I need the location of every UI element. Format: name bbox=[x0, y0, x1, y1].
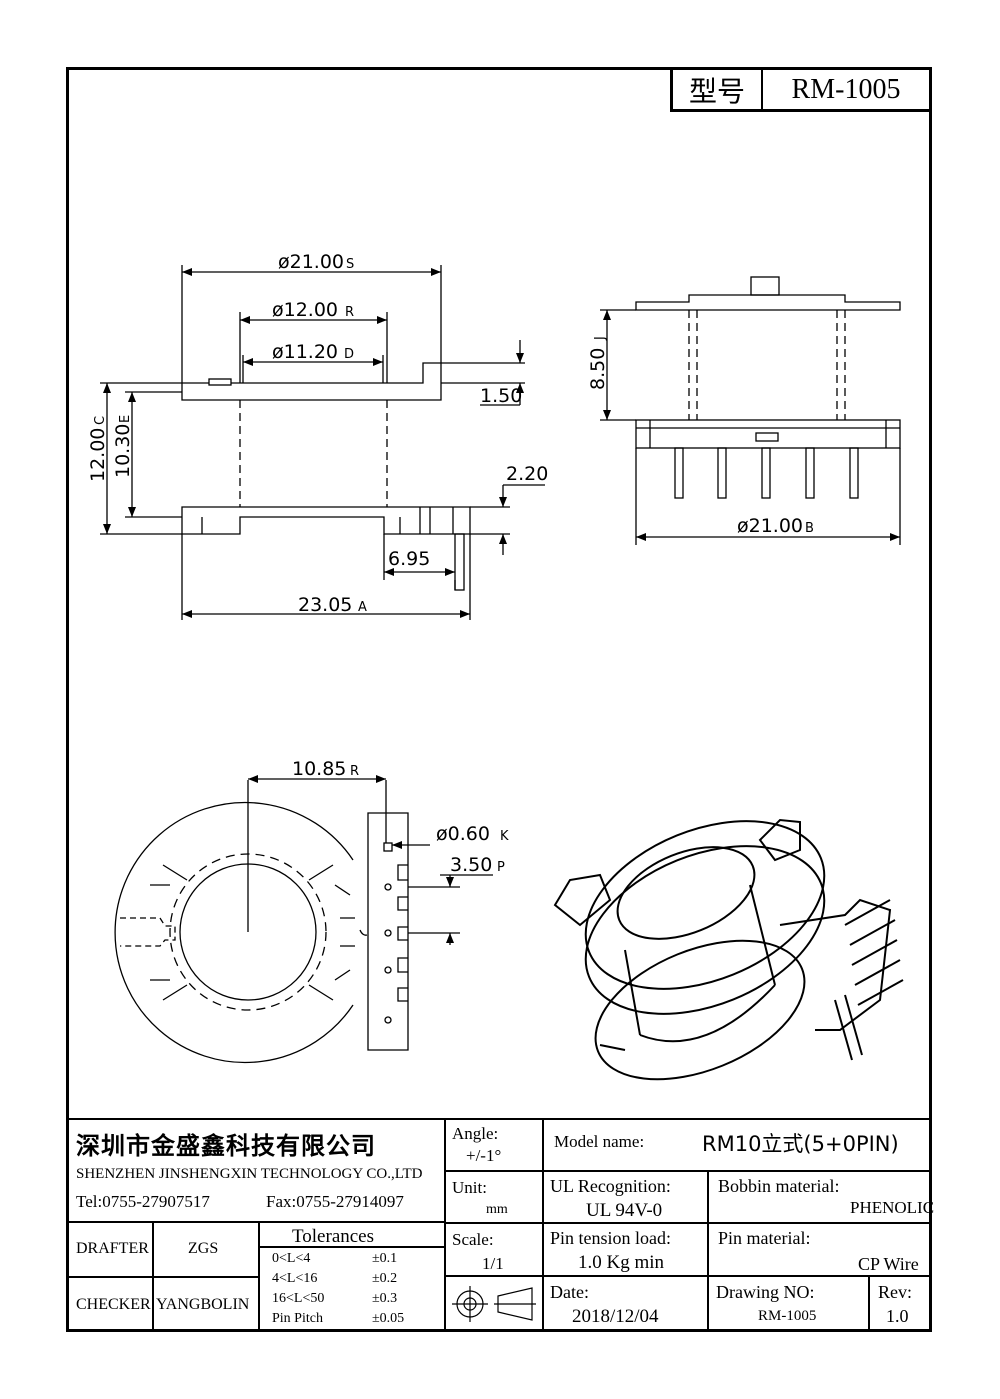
scale-label: Scale: bbox=[452, 1230, 494, 1249]
dim-pin: 2.20 bbox=[506, 463, 548, 485]
model-name-label: Model name: bbox=[554, 1132, 645, 1151]
dim-d-flange: ø21.00 bbox=[278, 251, 344, 273]
checker-label: CHECKER bbox=[76, 1296, 151, 1313]
rev-label: Rev: bbox=[878, 1282, 912, 1302]
dim-height-total: 12.00 bbox=[87, 428, 109, 482]
dim-pin-offset: 6.95 bbox=[388, 548, 430, 570]
dim-total-width-mark: A bbox=[358, 600, 367, 615]
tolerances-title: Tolerances bbox=[292, 1226, 375, 1247]
company-fax: Fax:0755-27914097 bbox=[266, 1192, 404, 1211]
scale-value: 1/1 bbox=[482, 1254, 504, 1273]
pin-material-label: Pin material: bbox=[718, 1228, 811, 1248]
dim-side-width: ø21.00 bbox=[737, 515, 803, 537]
dim-side-height-mark: J bbox=[593, 336, 608, 341]
model-name-value: RM10立式(5+0PIN) bbox=[702, 1132, 899, 1156]
drafter-label: DRAFTER bbox=[76, 1240, 149, 1257]
title-block: 深圳市金盛鑫科技有限公司 SHENZHEN JINSHENGXIN TECHNO… bbox=[66, 1118, 935, 1332]
rev-value: 1.0 bbox=[886, 1306, 909, 1326]
angle-label: Angle: bbox=[452, 1124, 499, 1143]
bobbin-value: PHENOLIC bbox=[850, 1198, 935, 1217]
company-name-cn: 深圳市金盛鑫科技有限公司 bbox=[76, 1132, 376, 1160]
dim-side-width-mark: B bbox=[805, 521, 814, 536]
tol-value-2: ±0.3 bbox=[372, 1291, 398, 1306]
dim-d-outer-mark: R bbox=[345, 305, 354, 320]
dim-pin-pitch-mark: P bbox=[497, 860, 505, 875]
dim-flange-thick: 1.50 bbox=[480, 385, 522, 407]
tol-range-0: 0<L<4 bbox=[272, 1251, 311, 1266]
bobbin-label: Bobbin material: bbox=[718, 1176, 840, 1196]
model-header: 型号 RM-1005 bbox=[670, 67, 932, 112]
drafter-value: ZGS bbox=[188, 1240, 219, 1257]
unit-value: mm bbox=[486, 1202, 508, 1217]
side-view bbox=[600, 276, 901, 545]
tol-value-1: ±0.2 bbox=[372, 1271, 398, 1286]
tol-value-3: ±0.05 bbox=[372, 1311, 405, 1326]
dim-d-outer: ø12.00 bbox=[272, 299, 338, 321]
tol-value-0: ±0.1 bbox=[372, 1251, 398, 1266]
dim-d-flange-mark: S bbox=[346, 257, 354, 272]
dim-pin-dia: ø0.60 bbox=[436, 823, 490, 845]
projection-symbol-icon bbox=[452, 1286, 536, 1322]
front-view bbox=[100, 265, 545, 620]
company-name-en: SHENZHEN JINSHENGXIN TECHNOLOGY CO.,LTD bbox=[76, 1166, 423, 1182]
dim-center-offset: 10.85 bbox=[292, 758, 346, 780]
dim-center-offset-mark: R bbox=[350, 764, 359, 779]
dim-height-winding: 10.30 bbox=[112, 424, 134, 478]
ul-label: UL Recognition: bbox=[550, 1176, 671, 1196]
tol-range-1: 4<L<16 bbox=[272, 1271, 318, 1286]
pin-tension-value: 1.0 Kg min bbox=[578, 1252, 665, 1273]
angle-value: +/-1° bbox=[466, 1146, 502, 1165]
model-value: RM-1005 bbox=[791, 73, 901, 105]
tol-range-2: 16<L<50 bbox=[272, 1291, 325, 1306]
top-view bbox=[114, 775, 493, 1064]
model-label: 型号 bbox=[673, 70, 763, 109]
drawing-no-value: RM-1005 bbox=[758, 1308, 817, 1324]
drawing-no-label: Drawing NO: bbox=[716, 1282, 815, 1302]
dim-total-width: 23.05 bbox=[298, 594, 352, 616]
company-tel: Tel:0755-27907517 bbox=[76, 1192, 210, 1211]
date-label: Date: bbox=[550, 1282, 589, 1302]
dim-d-inner-mark: D bbox=[344, 347, 354, 362]
pin-tension-label: Pin tension load: bbox=[550, 1228, 671, 1248]
dim-height-total-mark: C bbox=[93, 416, 108, 425]
date-value: 2018/12/04 bbox=[572, 1306, 659, 1327]
dim-height-winding-mark: E bbox=[118, 415, 133, 423]
isometric-view bbox=[553, 818, 904, 1081]
dim-side-height: 8.50 bbox=[587, 348, 609, 390]
ul-value: UL 94V-0 bbox=[586, 1200, 663, 1221]
pin-material-value: CP Wire bbox=[858, 1254, 919, 1274]
drawing-frame bbox=[66, 67, 932, 1332]
dim-d-inner: ø11.20 bbox=[272, 341, 338, 363]
tol-range-3: Pin Pitch bbox=[272, 1311, 323, 1326]
checker-value: YANGBOLIN bbox=[156, 1296, 250, 1313]
dim-pin-dia-mark: K bbox=[500, 829, 509, 844]
unit-label: Unit: bbox=[452, 1178, 487, 1197]
dim-pin-pitch: 3.50 bbox=[450, 854, 492, 876]
